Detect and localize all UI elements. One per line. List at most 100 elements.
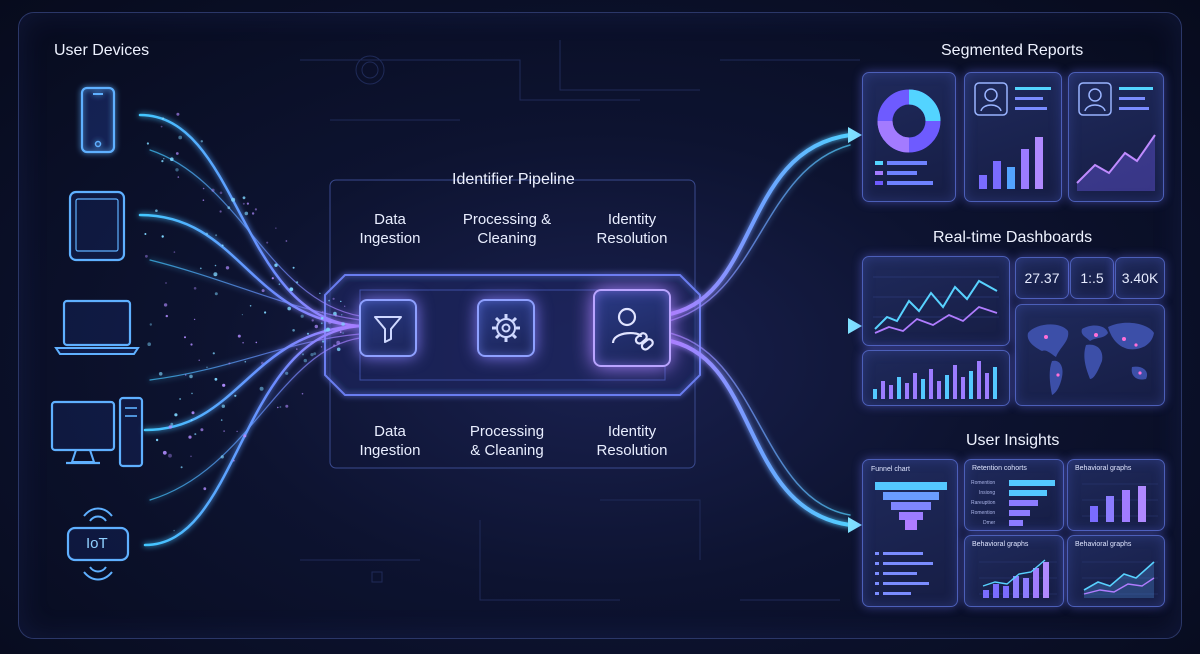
particle: [200, 140, 203, 143]
retention-bar: [1009, 480, 1055, 486]
outer-frame: [18, 12, 1182, 639]
stage-label-processing-top: Processing & Cleaning: [462, 211, 552, 247]
stage-identity: [593, 289, 671, 367]
particle: [170, 157, 174, 161]
dashboard-bar: [873, 389, 877, 399]
particle: [274, 263, 278, 267]
dashboard-bar: [937, 381, 941, 399]
particle: [225, 266, 230, 270]
particle: [161, 117, 165, 120]
particle: [332, 297, 335, 300]
particle: [328, 320, 332, 325]
particle: [320, 316, 324, 320]
particle-dots: [144, 112, 346, 532]
dashboard-bar: [953, 365, 957, 399]
particle: [189, 374, 193, 379]
dashboard-bar: [977, 361, 981, 399]
particle: [320, 322, 323, 325]
particle: [219, 210, 222, 213]
circuit-lines: [300, 40, 860, 601]
particle: [165, 314, 168, 318]
particle: [163, 303, 168, 307]
particle: [191, 392, 193, 395]
laptop-icon: [54, 299, 140, 355]
behavioral-combo-chart: [979, 559, 1057, 598]
particle: [202, 199, 205, 201]
particle: [314, 324, 318, 329]
particle: [232, 459, 235, 462]
behavioral-panel-1: Behavioral graphs: [1067, 459, 1165, 531]
retention-panel: Retention cohorts Romention Insiong Rare…: [964, 459, 1064, 531]
stage-label-ingestion-top: Data Ingestion: [359, 211, 421, 247]
dashboard-bar: [929, 369, 933, 399]
particle: [214, 264, 217, 267]
particle: [292, 266, 295, 269]
dashboard-bar: [961, 377, 965, 399]
particle: [188, 435, 192, 439]
particle: [160, 125, 163, 128]
particle: [190, 343, 193, 346]
dashboard-line-panel: [862, 256, 1010, 346]
particle: [194, 433, 197, 436]
report-panel-profile-line: [1068, 72, 1164, 202]
kpi-value-3: 3.40K: [1121, 270, 1159, 286]
particle: [326, 327, 330, 332]
particle: [190, 419, 193, 422]
retention-row-label-5: Dmer: [983, 520, 996, 526]
particle: [179, 398, 182, 400]
particle: [220, 419, 223, 421]
particle: [323, 331, 325, 333]
particle: [340, 300, 342, 303]
dashboard-bar: [921, 379, 925, 399]
dashboard-bar: [985, 373, 989, 399]
particle: [296, 281, 299, 284]
iot-icon: [66, 507, 130, 581]
particle: [302, 353, 304, 356]
stage-label-processing-bottom: Processing & Cleaning: [469, 423, 545, 459]
particle: [249, 305, 252, 307]
gear-icon: [492, 314, 520, 342]
particle: [341, 322, 345, 326]
particle: [228, 362, 231, 365]
realtime-dashboards-title: Real-time Dashboards: [933, 229, 1093, 246]
funnel-icon: [374, 316, 402, 343]
particle: [184, 336, 186, 339]
particle: [277, 406, 279, 409]
particle: [275, 227, 277, 229]
stage-ingestion: [359, 299, 417, 357]
particle: [242, 196, 246, 200]
particle: [222, 383, 226, 387]
particle: [261, 361, 264, 365]
particle: [292, 329, 295, 332]
particle: [300, 314, 304, 318]
particle: [254, 208, 257, 211]
particle: [191, 411, 195, 415]
identifier-pipeline-title: Identifier Pipeline: [452, 171, 575, 188]
particle: [242, 202, 245, 205]
dashboard-bar-chart: [873, 361, 997, 399]
particle: [206, 366, 208, 368]
kpi-card-1: 27.37: [1015, 257, 1069, 299]
particle: [163, 158, 165, 160]
donut-chart: [875, 89, 941, 185]
user-devices-title: User Devices: [54, 42, 150, 59]
particle: [231, 197, 236, 202]
particle: [184, 374, 187, 376]
particle: [168, 453, 172, 458]
particle: [319, 292, 321, 294]
particle: [145, 254, 148, 258]
particle: [234, 394, 237, 397]
particle: [223, 430, 225, 432]
segmented-reports-title: Segmented Reports: [941, 42, 1084, 59]
particle: [344, 305, 346, 307]
device-laptop: [54, 298, 140, 361]
dashboard-bar: [897, 377, 901, 399]
stage-label-identity-top: Identity Resolution: [596, 211, 668, 247]
particle: [173, 251, 176, 253]
particle: [162, 450, 167, 455]
particle: [333, 311, 337, 316]
particle: [165, 282, 167, 284]
dashboard-bar: [905, 383, 909, 399]
particle: [307, 332, 309, 335]
